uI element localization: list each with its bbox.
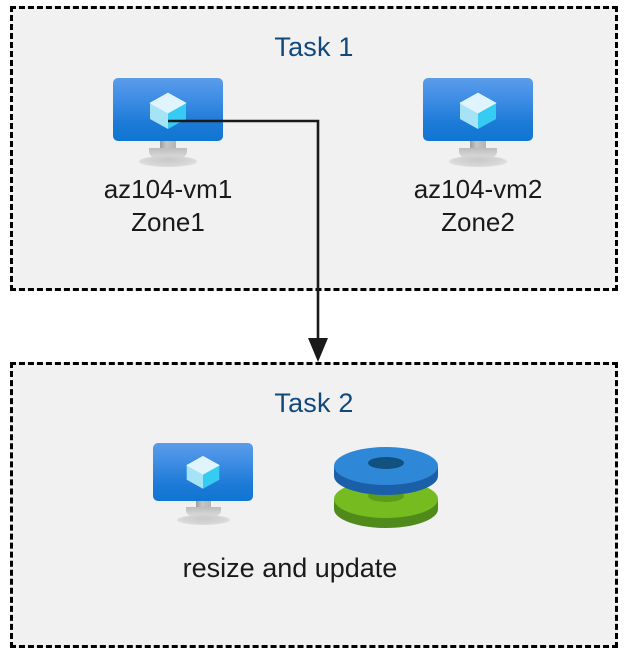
task2-caption: resize and update: [80, 552, 500, 585]
cube-glyph: [457, 91, 499, 131]
vm2-label-line1: az104-vm2: [413, 174, 543, 204]
virtual-machine-icon: [423, 78, 533, 168]
vm1-label-line1: az104-vm1: [103, 174, 233, 204]
node-vm2-caption: az104-vm2 Zone2: [368, 173, 588, 239]
vm1-label-line2: Zone1: [131, 207, 205, 237]
task-group-task2: Task 2: [10, 362, 618, 648]
node-vm3[interactable]: [148, 443, 258, 529]
cube-glyph: [184, 454, 222, 491]
node-vm1[interactable]: [58, 78, 278, 168]
vm2-label-line2: Zone2: [441, 207, 515, 237]
task2-caption-text: resize and update: [182, 553, 398, 583]
node-vm2[interactable]: [368, 78, 588, 168]
vm-stand-base: [449, 156, 507, 167]
task2-title: Task 2: [274, 388, 354, 418]
node-vm1-caption: az104-vm1 Zone1: [58, 173, 278, 239]
vm-stand-base: [177, 515, 230, 525]
task1-title: Task 1: [274, 32, 354, 62]
arrowhead-icon: [308, 338, 328, 362]
vm-stand-base: [139, 156, 197, 167]
virtual-machine-icon: [113, 78, 223, 168]
managed-disks-icon[interactable]: [330, 441, 442, 533]
virtual-machine-icon: [153, 443, 253, 529]
cube-glyph: [147, 91, 189, 131]
disk-blue: [334, 447, 438, 495]
